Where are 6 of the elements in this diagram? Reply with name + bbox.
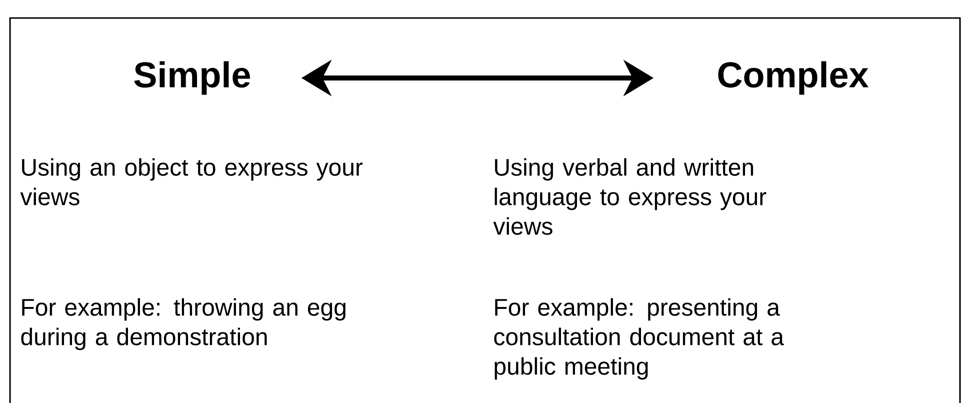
description-text: For example: throwing an egg during a demonstration [21, 298, 346, 350]
description-text: Using verbal and written language to express your views [493, 158, 766, 235]
description-text: Using an object to express your views [20, 158, 363, 206]
heading-text: Complex [718, 61, 869, 95]
heading-text: Simple [134, 61, 250, 95]
description-text: For example: presenting a consultation document at a public meeting [494, 298, 784, 380]
